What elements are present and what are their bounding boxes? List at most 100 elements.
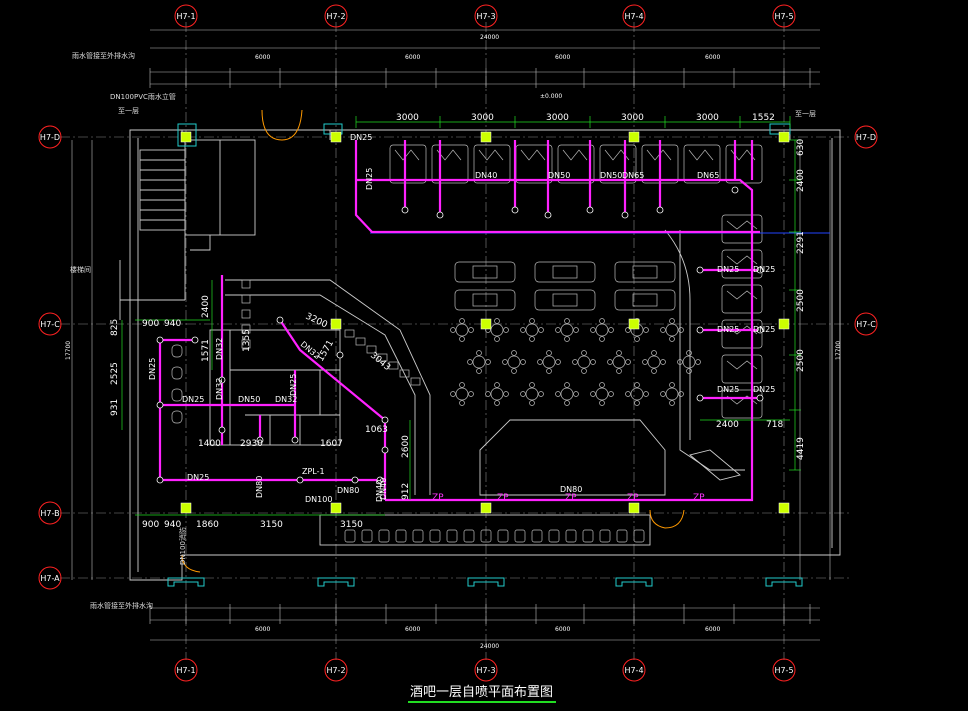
window-seat-2 bbox=[366, 345, 377, 354]
column-5 bbox=[330, 318, 342, 330]
booth-right-3 bbox=[721, 319, 763, 349]
seat-b-2-1 bbox=[503, 391, 509, 397]
left-dim-900: 900 bbox=[142, 319, 159, 329]
sprinkler-head-26 bbox=[296, 476, 304, 484]
bubble-bottom-H7-4-label: H7-4 bbox=[624, 666, 643, 675]
round-table-0-6 bbox=[665, 323, 679, 337]
sprinkler-head-9 bbox=[756, 266, 764, 274]
window-bottom-3 bbox=[615, 577, 653, 587]
seat-d-0-1 bbox=[494, 336, 500, 342]
seat-d-2-4 bbox=[599, 400, 605, 406]
elevation-mark: ±0.000 bbox=[540, 93, 562, 100]
overall-dim-bottom: 24000 bbox=[480, 643, 499, 650]
top-dim-1: 6000 bbox=[255, 54, 270, 61]
round-table-1-0 bbox=[472, 355, 486, 369]
top-pipe-2: DN40 bbox=[475, 171, 497, 180]
sprinkler-heads bbox=[156, 186, 764, 484]
round-table-2-5 bbox=[630, 387, 644, 401]
zp-mark-3: ZP bbox=[565, 493, 577, 503]
bottom-row-940: 940 bbox=[164, 520, 181, 530]
right-dim-4419: 4419 bbox=[796, 437, 806, 460]
toilet-2 bbox=[171, 388, 183, 402]
seat-a-0-0 bbox=[450, 327, 456, 333]
seat-c-2-1 bbox=[494, 382, 500, 388]
round-table-1-2 bbox=[542, 355, 556, 369]
seat-d-1-4 bbox=[616, 368, 622, 374]
window-bottom-4 bbox=[765, 577, 803, 587]
left-dim-931: 931 bbox=[110, 399, 120, 416]
branch-label: DN25 bbox=[365, 168, 374, 190]
sprinkler-pipes bbox=[158, 140, 760, 502]
bubble-left-H7-B-label: H7-B bbox=[40, 509, 59, 518]
furniture-layout bbox=[171, 144, 763, 543]
sofa-1-0 bbox=[454, 289, 516, 311]
bar-stool-16 bbox=[616, 529, 628, 543]
left-pipe-4: DN32 bbox=[215, 378, 224, 400]
bubble-right-H7-C-circle bbox=[854, 312, 878, 336]
sprinkler-head-3 bbox=[544, 211, 552, 219]
seat-a-1-6 bbox=[677, 359, 683, 365]
pipe-segment-8 bbox=[158, 405, 385, 482]
booth-top-0 bbox=[389, 144, 427, 184]
left-dim-2930: 2930 bbox=[240, 439, 263, 449]
top-row-dim-3: 3000 bbox=[546, 113, 569, 123]
toilet-3 bbox=[171, 410, 183, 424]
seat-c-0-3 bbox=[564, 318, 570, 324]
window-seat-0 bbox=[344, 329, 355, 338]
seat-c-0-4 bbox=[599, 318, 605, 324]
seat-c-2-5 bbox=[634, 382, 640, 388]
bar-stool-15 bbox=[599, 529, 611, 543]
bottom-row-1860: 1860 bbox=[196, 520, 219, 530]
seat-d-1-2 bbox=[546, 368, 552, 374]
pipe-segment-3 bbox=[403, 140, 737, 215]
bar-stool-5 bbox=[429, 529, 441, 543]
sprinkler-head-21 bbox=[276, 316, 284, 324]
sprinkler-head-25 bbox=[156, 476, 164, 484]
bar-stool-0 bbox=[344, 529, 356, 543]
bottom-row-900: 900 bbox=[142, 520, 159, 530]
bubble-bottom-H7-1-label: H7-1 bbox=[176, 666, 195, 675]
bar-stool-10 bbox=[514, 529, 526, 543]
bar-stool-2 bbox=[378, 529, 390, 543]
sprinkler-head-17 bbox=[218, 376, 226, 384]
top-row-dim-2: 3000 bbox=[471, 113, 494, 123]
bubble-bottom-H7-5: H7-5 bbox=[772, 658, 796, 682]
bubble-left-H7-C: H7-C bbox=[38, 312, 62, 336]
column-9 bbox=[180, 502, 192, 514]
top-pipe-3: DN50 bbox=[548, 171, 570, 180]
bar-stool-3 bbox=[395, 529, 407, 543]
seat-c-2-3 bbox=[564, 382, 570, 388]
sofa-table-1-2 bbox=[632, 293, 658, 307]
seat-c-2-0 bbox=[459, 382, 465, 388]
windows bbox=[167, 123, 803, 587]
seat-b-1-2 bbox=[555, 359, 561, 365]
seat-a-1-5 bbox=[642, 359, 648, 365]
seat-d-2-5 bbox=[634, 400, 640, 406]
bottom-dim-1: 6000 bbox=[255, 626, 270, 633]
drawing-title: 酒吧一层自喷平面布置图 bbox=[410, 685, 553, 700]
seat-a-2-5 bbox=[625, 391, 631, 397]
seat-c-1-5 bbox=[651, 350, 657, 356]
left-pipe-1: DN25 bbox=[148, 358, 157, 380]
seat-a-1-4 bbox=[607, 359, 613, 365]
round-table-2-0 bbox=[455, 387, 469, 401]
bar-stool-1 bbox=[361, 529, 373, 543]
booth-top-1 bbox=[431, 144, 469, 184]
bubble-left-H7-D-label: H7-D bbox=[40, 133, 60, 142]
round-table-2-2 bbox=[525, 387, 539, 401]
booth-right-1 bbox=[721, 249, 763, 279]
main-pipe-label: DN80 bbox=[560, 485, 582, 494]
top-pipe-6: DN65 bbox=[697, 171, 719, 180]
bubble-top-H7-3-circle bbox=[474, 4, 498, 28]
bubble-left-H7-B: H7-B bbox=[38, 501, 62, 525]
column-12 bbox=[628, 502, 640, 514]
left-dim-2600: 2600 bbox=[401, 435, 411, 458]
seat-a-2-1 bbox=[485, 391, 491, 397]
note-top-left-3: 至一层 bbox=[118, 107, 139, 115]
bubble-right-H7-D-circle bbox=[854, 125, 878, 149]
bubble-bottom-H7-5-label: H7-5 bbox=[774, 666, 793, 675]
seat-b-2-3 bbox=[573, 391, 579, 397]
left-seat-2 bbox=[241, 309, 251, 319]
booth-top-7 bbox=[683, 144, 721, 184]
